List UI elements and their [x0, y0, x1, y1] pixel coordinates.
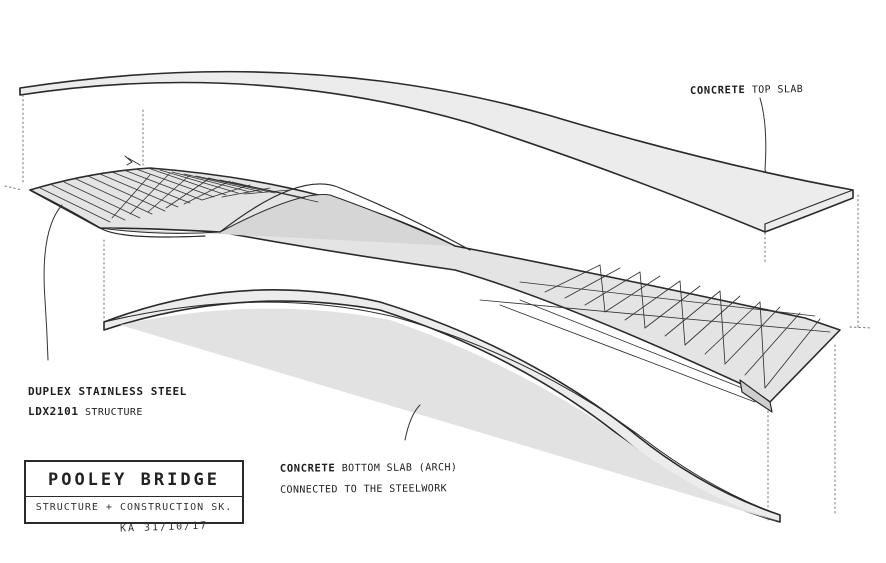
projection-lines [4, 94, 873, 521]
label-concrete-bottom-slab: CONCRETE BOTTOM SLAB (ARCH) CONNECTED TO… [280, 457, 458, 501]
title-block: POOLEY BRIDGE STRUCTURE + CONSTRUCTION S… [24, 460, 244, 524]
label-duplex-steel-line1: DUPLEX STAINLESS STEEL [28, 385, 187, 398]
label-concrete-top-slab: CONCRETE TOP SLAB [690, 83, 803, 97]
label-duplex-steel: DUPLEX STAINLESS STEEL LDX2101 STRUCTURE [28, 382, 187, 423]
steel-deck-structure [29, 167, 841, 413]
small-marker-icon [124, 155, 133, 166]
drawing-title: POOLEY BRIDGE [47, 470, 221, 490]
label-duplex-steel-grade: LDX2101 [28, 405, 79, 418]
leader-lines [43, 97, 767, 441]
label-duplex-steel-structure: STRUCTURE [78, 407, 143, 418]
label-concrete-top-slab-rest: TOP SLAB [745, 84, 804, 97]
concrete-top-slab [19, 70, 854, 233]
label-concrete-top-slab-bold: CONCRETE [689, 84, 746, 97]
drawing-subtitle: STRUCTURE + CONSTRUCTION SK. [35, 502, 233, 513]
label-concrete-bottom-bold: CONCRETE [279, 462, 336, 475]
label-concrete-bottom-rest: BOTTOM SLAB (ARCH) [335, 462, 458, 475]
concrete-bottom-slab [103, 289, 781, 523]
label-concrete-bottom-line2: CONNECTED TO THE STEELWORK [280, 483, 448, 496]
